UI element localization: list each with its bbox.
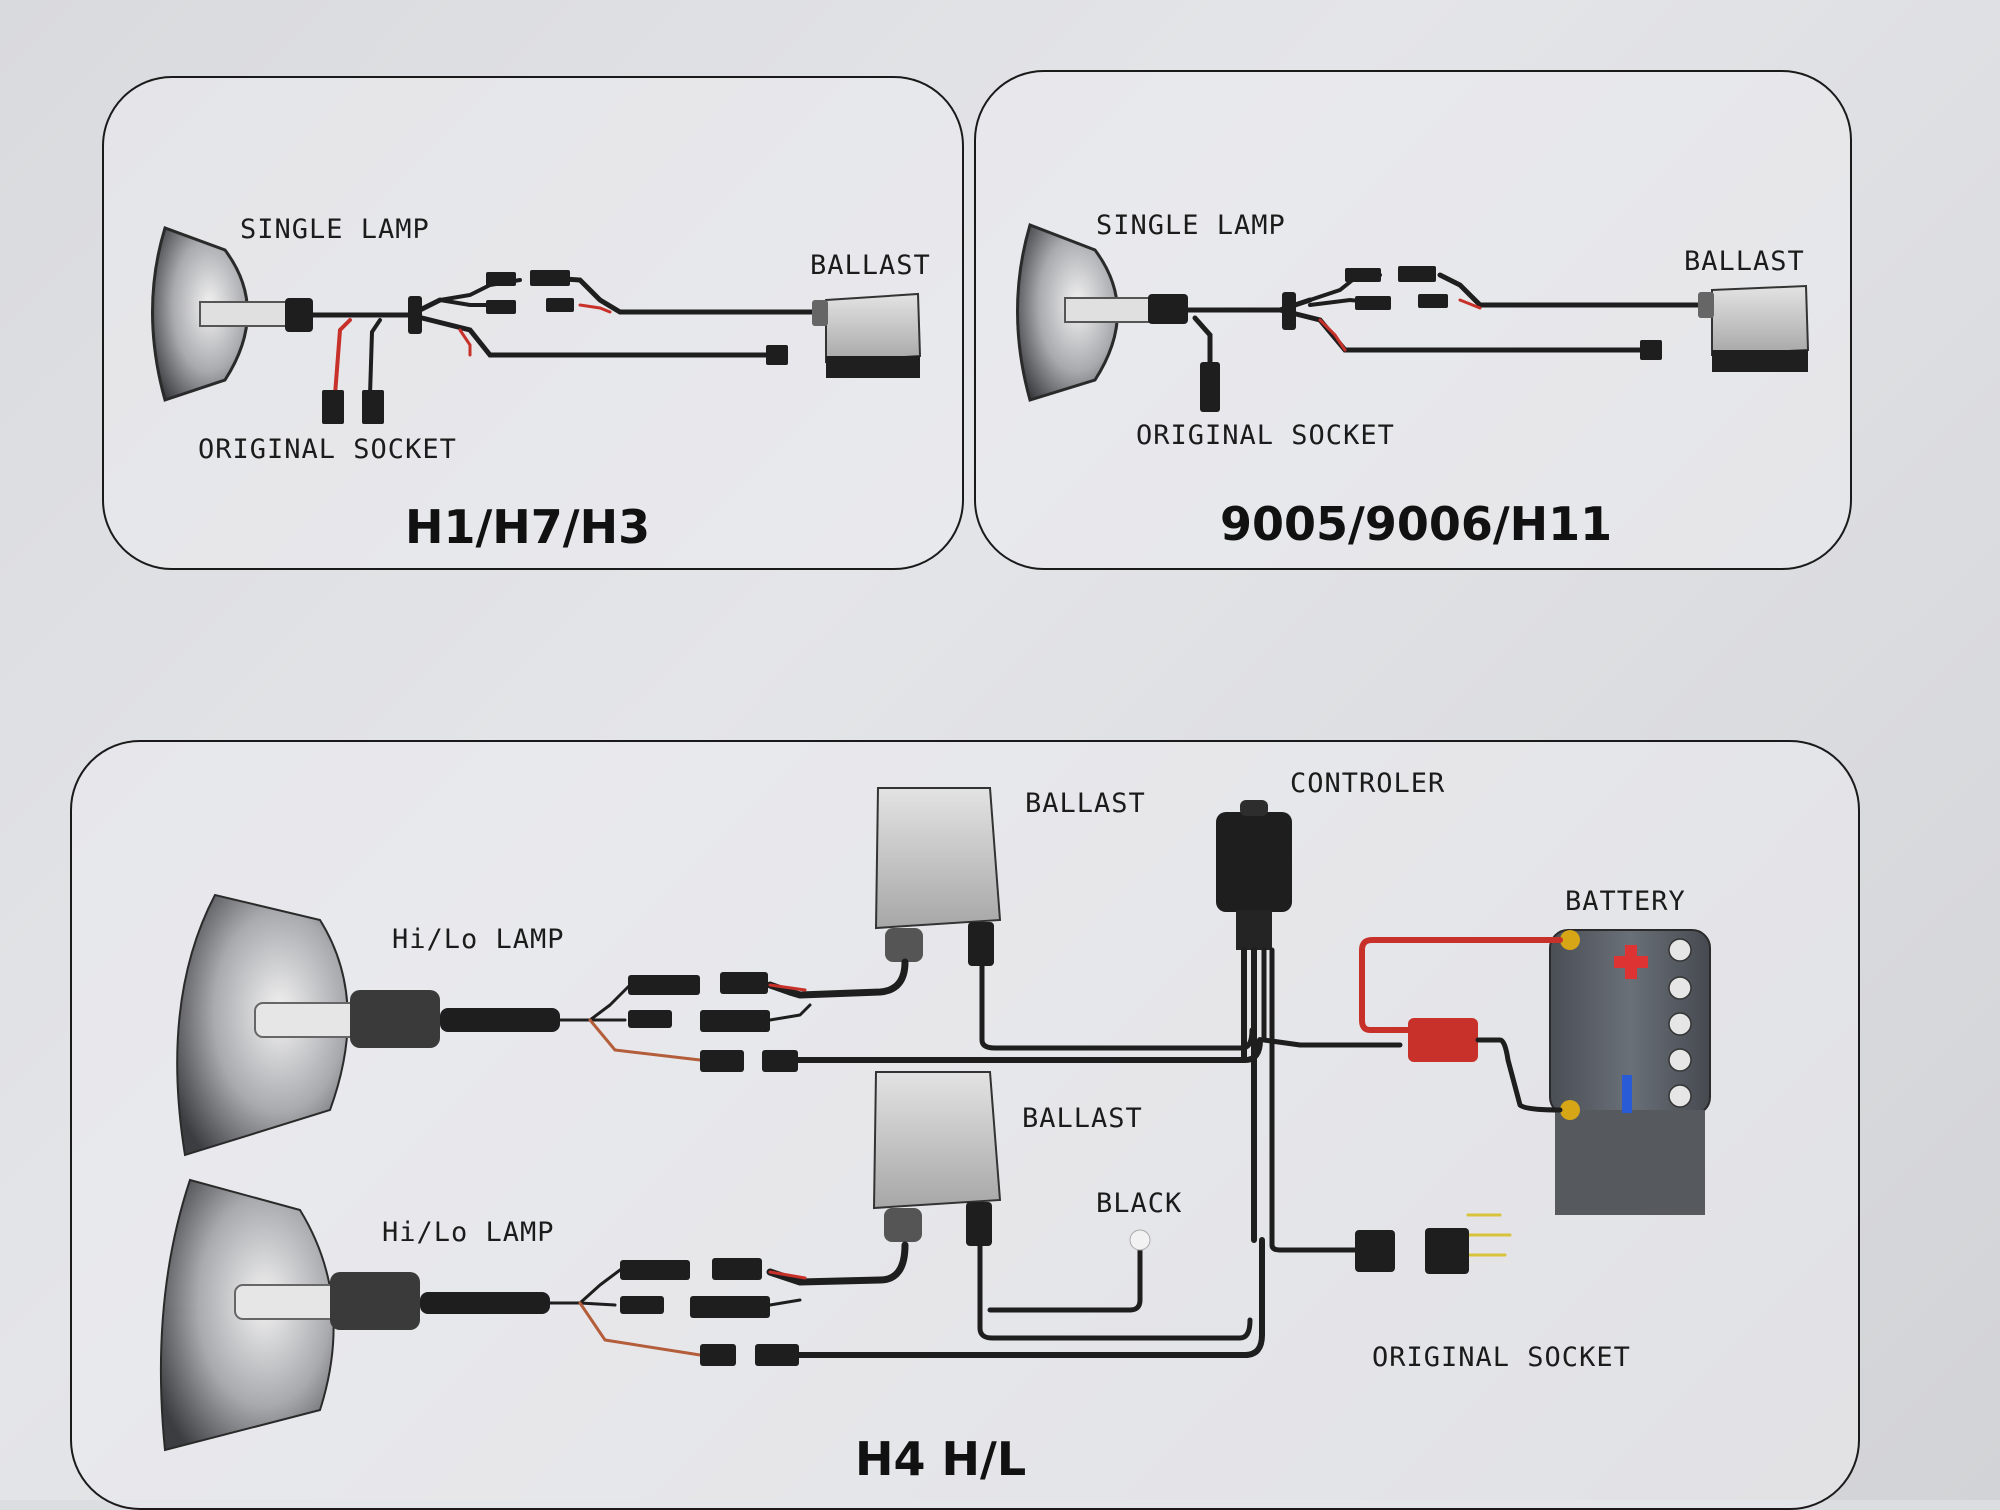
panel-c-battery-label: BATTERY bbox=[1565, 886, 1686, 917]
panel-a-connectors bbox=[322, 270, 788, 424]
panel-a-original-socket-label: ORIGINAL SOCKET bbox=[198, 434, 457, 465]
panel-c-lamp-bottom bbox=[159, 1178, 550, 1452]
panel-c-controller bbox=[1216, 800, 1292, 950]
panel-c-wires bbox=[548, 937, 1563, 1358]
panel-c-connectors bbox=[620, 972, 1469, 1366]
panel-b-ballast bbox=[1698, 284, 1810, 372]
panel-c-ballast-bottom-label: BALLAST bbox=[1022, 1103, 1143, 1134]
panel-a-title: H1/H7/H3 bbox=[405, 500, 651, 554]
panel-b-title: 9005/9006/H11 bbox=[1220, 497, 1613, 551]
panel-c-controler-label: CONTROLER bbox=[1290, 768, 1446, 799]
panel-a-ballast bbox=[812, 292, 922, 378]
panel-c-black-label: BLACK bbox=[1096, 1188, 1183, 1219]
panel-b-ballast-label: BALLAST bbox=[1684, 246, 1805, 277]
panel-a-wires bbox=[310, 275, 823, 397]
panel-c-ballast-bottom bbox=[872, 1071, 1002, 1246]
panel-b-single-lamp-label: SINGLE LAMP bbox=[1096, 210, 1286, 241]
panel-c-battery bbox=[1549, 929, 1711, 1215]
panel-c-hilo-lamp-top-label: Hi/Lo LAMP bbox=[392, 924, 565, 955]
panel-b-lamp bbox=[1016, 223, 1188, 402]
panel-a-ballast-label: BALLAST bbox=[810, 250, 931, 281]
panel-c-title: H4 H/L bbox=[855, 1432, 1027, 1486]
panel-c-fuse bbox=[1408, 1018, 1478, 1062]
panel-c-original-socket-label: ORIGINAL SOCKET bbox=[1372, 1342, 1631, 1373]
panel-c-hilo-lamp-bottom-label: Hi/Lo LAMP bbox=[382, 1217, 555, 1248]
panel-a-lamp bbox=[151, 226, 313, 402]
panel-a-single-lamp-label: SINGLE LAMP bbox=[240, 214, 430, 245]
panel-c-lamp-top bbox=[176, 893, 560, 1157]
panel-b-connectors bbox=[1200, 266, 1662, 412]
panel-c-ballast-top-label: BALLAST bbox=[1025, 788, 1146, 819]
panel-b-original-socket-label: ORIGINAL SOCKET bbox=[1136, 420, 1395, 451]
panel-b-wires bbox=[1185, 272, 1713, 368]
panel-c-ballast-top bbox=[874, 787, 1002, 966]
